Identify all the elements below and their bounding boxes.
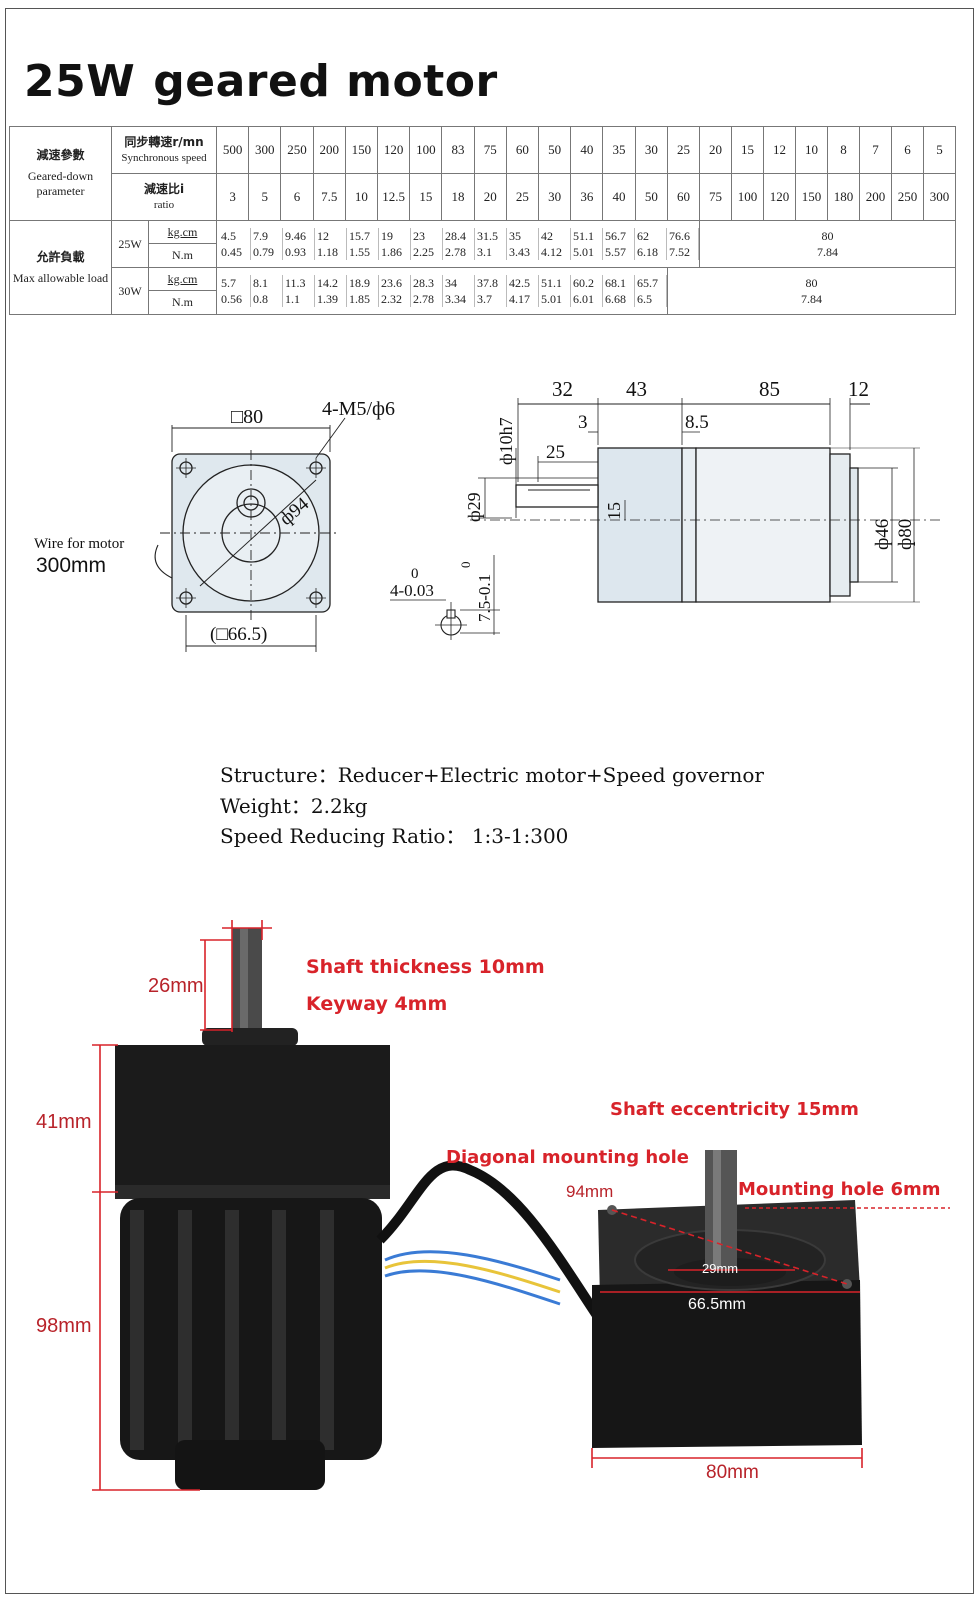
spec-ratio: Speed Reducing Ratio： 1:3-1:300 <box>220 824 569 848</box>
label-shaft-length: 26mm <box>148 975 204 997</box>
label-keyway: Keyway 4mm <box>306 993 447 1015</box>
row-25w-label: 25W <box>111 220 149 268</box>
front-view <box>154 417 346 652</box>
dim-square-80: □80 <box>231 406 263 428</box>
wire-label: Wire for motor <box>34 536 124 552</box>
technical-drawing: □80 4-M5/ф6 ф94 (□66.5) Wire for motor 3… <box>34 377 940 652</box>
motor-body-image <box>115 928 605 1490</box>
dim-key-depth: 7.5-0.1 <box>475 574 494 622</box>
dim-key-width: 4-0.03 <box>390 581 434 600</box>
motor-photo: Shaft thickness 10mm Keyway 4mm 26mm 41m… <box>36 920 950 1491</box>
label-shaft-thickness: Shaft thickness 10mm <box>306 956 545 978</box>
keyway-detail <box>390 555 500 640</box>
spec-structure: Structure：Reducer+Electric motor+Speed g… <box>220 763 764 787</box>
dim-25: 25 <box>546 442 565 463</box>
gearbox-image <box>592 1150 862 1448</box>
side-view <box>470 398 940 603</box>
svg-text:0: 0 <box>458 562 473 569</box>
dim-3: 3 <box>578 412 588 433</box>
label-motor-height: 98mm <box>36 1315 92 1337</box>
dim-85: 85 <box>759 377 780 401</box>
dim-32: 32 <box>552 377 573 401</box>
dim-80: ф80 <box>895 519 916 550</box>
label-665mm: 66.5mm <box>688 1296 746 1313</box>
label-mounting-hole: Mounting hole 6mm <box>738 1179 941 1200</box>
dim-shaft-10: ф10h7 <box>496 417 516 465</box>
label-80mm: 80mm <box>706 1462 759 1483</box>
dim-holes: 4-M5/ф6 <box>322 398 395 420</box>
dim-85-small: 8.5 <box>685 412 709 433</box>
spec-weight: Weight：2.2kg <box>220 793 368 818</box>
wire-length: 300mm <box>36 554 106 577</box>
label-eccentricity: Shaft eccentricity 15mm <box>610 1099 859 1120</box>
label-diagonal-hole: Diagonal mounting hole <box>446 1147 689 1168</box>
dim-46: ф46 <box>872 519 893 550</box>
label-gear-height: 41mm <box>36 1111 92 1133</box>
dim-boss-29: ф29 <box>464 492 484 522</box>
page-frame <box>5 8 974 1594</box>
dim-12: 12 <box>848 377 869 401</box>
dim-43: 43 <box>626 377 647 401</box>
dim-15: 15 <box>604 502 624 520</box>
svg-text:0: 0 <box>411 566 419 582</box>
dim-inner-665: (□66.5) <box>210 624 267 645</box>
row-30w-label: 30W <box>111 267 149 315</box>
specs-list: Structure：Reducer+Electric motor+Speed g… <box>220 760 764 852</box>
label-29mm: 29mm <box>702 1261 738 1276</box>
label-94mm: 94mm <box>566 1182 613 1201</box>
